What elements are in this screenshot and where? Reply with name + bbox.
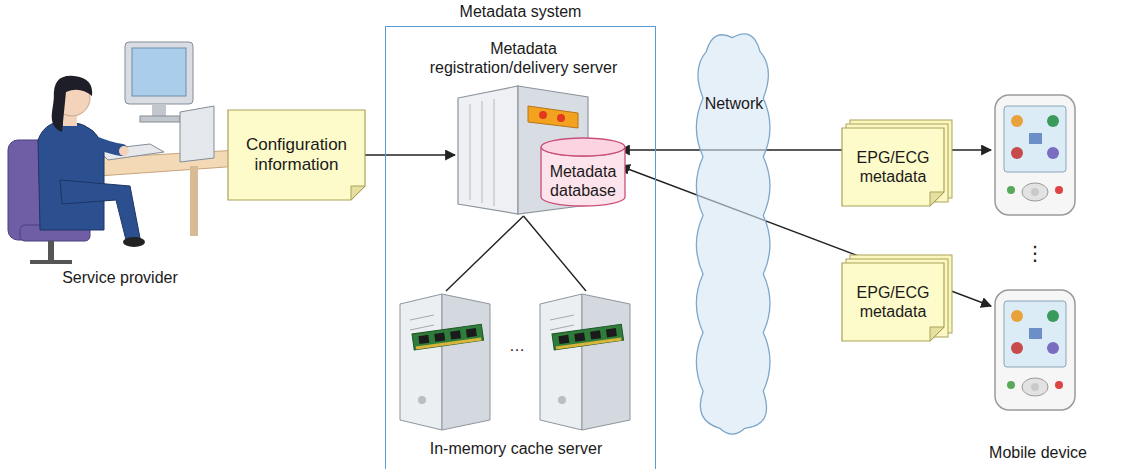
- service-provider-illustration-part: [60, 180, 140, 240]
- cache-server-illustration: [400, 294, 630, 430]
- service-provider-illustration-part: [52, 76, 92, 132]
- ellipsis-mark: ⋮: [1025, 244, 1045, 263]
- metadata-note: EPG/ECG metadata: [842, 128, 944, 206]
- cache-server-illustration-part: [540, 294, 630, 430]
- network-cloud: Network: [688, 22, 780, 442]
- ellipsis-mark: …: [509, 336, 525, 355]
- server-illustration-part: [557, 114, 565, 122]
- service-provider-illustration-part: [30, 260, 72, 264]
- connector: [365, 154, 455, 155]
- metadata-note-outline: [842, 128, 944, 206]
- server-illustration-part: [470, 104, 471, 200]
- metadata-note: EPG/ECG metadata: [842, 263, 944, 341]
- node-label: EPG/ECG metadata: [850, 148, 936, 186]
- mobile-device-illustration-part: [995, 290, 1075, 410]
- server-illustration-part: [482, 101, 483, 203]
- service-provider-illustration-part: [180, 106, 214, 162]
- server-illustration-part: [494, 99, 495, 206]
- mobile-device-illustration: [995, 95, 1075, 410]
- server-illustration-part: [539, 111, 547, 119]
- cache-server-illustration-part: [400, 294, 490, 430]
- config-note: Configuration information: [228, 110, 365, 200]
- service-provider-illustration-part: [132, 48, 186, 96]
- node-label: In-memory cache server: [430, 439, 603, 458]
- server-illustration-part: [458, 86, 518, 214]
- actor-label: Service provider: [62, 268, 178, 287]
- cache-server-group: In-memory cache server: [401, 291, 631, 433]
- device-label: Mobile device: [989, 443, 1087, 462]
- node-label: EPG/ECG metadata: [850, 283, 936, 321]
- node-label: Metadata registration/delivery server: [424, 39, 624, 77]
- service-provider-illustration-part: [48, 241, 54, 263]
- database-cylinder: Metadata database: [541, 138, 625, 206]
- metadata-note-outline: [842, 263, 944, 341]
- node-label: Configuration information: [238, 135, 355, 175]
- system-title: Metadata system: [460, 2, 582, 21]
- service-provider-illustration-part: [119, 146, 129, 156]
- service-provider-illustration-part: [90, 140, 122, 150]
- node-label: Network: [705, 94, 764, 113]
- service-provider-illustration: [8, 42, 240, 263]
- connector: [446, 216, 586, 291]
- node-label: Metadata database: [547, 162, 619, 200]
- service-provider-illustration-part: [190, 166, 198, 236]
- service-provider-illustration-part: [125, 42, 193, 104]
- service-provider-illustration-part: [140, 116, 180, 122]
- system-box: Metadata systemMetadata registration/del…: [385, 26, 656, 469]
- network-cloud-outline: [688, 22, 780, 442]
- mobile-device-illustration-part: [995, 95, 1075, 215]
- service-provider-illustration-part: [123, 237, 145, 247]
- server-illustration-part: [528, 106, 578, 128]
